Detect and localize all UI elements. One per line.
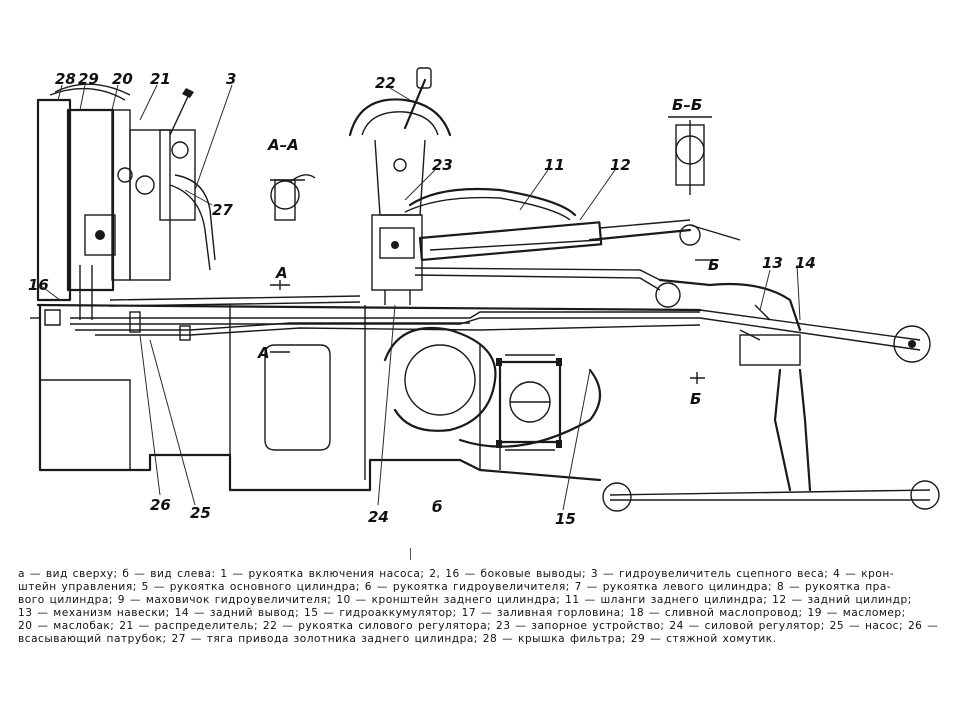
section-a-a-detail: [270, 174, 316, 221]
label-26: 26: [150, 496, 171, 514]
hitch-mechanism-13: [602, 278, 940, 512]
section-markers: [270, 259, 710, 384]
oil-tank-20: [30, 83, 216, 326]
legend-line: всасывающий патрубок; 27 — тяга привода …: [18, 633, 777, 645]
label-12: 12: [610, 156, 631, 174]
section-mark-a-top: А: [275, 264, 288, 282]
rear-cylinder-12: [404, 187, 741, 308]
label-23: 23: [432, 156, 453, 174]
label-14: 14: [795, 254, 816, 272]
label-13: 13: [762, 254, 783, 272]
label-25: 25: [190, 504, 211, 522]
label-27: 27: [212, 201, 233, 219]
label-view-b: б: [432, 498, 442, 516]
section-mark-b-top: Б: [708, 256, 719, 274]
legend-line: вого цилиндра; 9 — маховичок гидроувелич…: [18, 594, 912, 606]
label-21: 21: [150, 70, 171, 88]
label-11: 11: [544, 156, 565, 174]
legend-line: 20 — маслобак; 21 — распределитель; 22 —…: [18, 620, 939, 632]
section-labels: А–А Б–Б А А Б Б: [257, 96, 719, 408]
pipe-bundle: [70, 295, 701, 341]
legend-line: а — вид сверху; б — вид слева: 1 — рукоя…: [18, 568, 895, 580]
section-title-b-b: Б–Б: [672, 96, 702, 114]
accumulator-15: [496, 354, 562, 451]
label-29: 29: [78, 70, 99, 88]
hydraulic-system-drawing: 28 29 20 21 3 22 23 11 12 16 27 13 14 26…: [28, 67, 940, 528]
legend-line: 13 — механизм навески; 14 — задний вывод…: [18, 607, 906, 619]
label-20: 20: [112, 70, 133, 88]
label-3: 3: [226, 70, 236, 88]
section-title-a-a: А–А: [267, 136, 299, 154]
figure-legend: а — вид сверху; б — вид слева: 1 — рукоя…: [18, 568, 944, 646]
section-mark-a-bottom: А: [257, 344, 270, 362]
label-16: 16: [28, 276, 49, 294]
section-b-b-detail: [668, 116, 712, 195]
rear-axle-housing: [383, 326, 602, 470]
legend-line: штейн управления; 5 — рукоятка основного…: [18, 581, 892, 593]
label-22: 22: [375, 74, 396, 92]
section-mark-b-bottom: Б: [690, 390, 701, 408]
text-cursor-mark: [410, 548, 411, 560]
leader-lines: [39, 84, 801, 511]
power-regulator-22: [348, 67, 452, 305]
label-28: 28: [55, 70, 76, 88]
label-15: 15: [555, 510, 576, 528]
part-labels: 28 29 20 21 3 22 23 11 12 16 27 13 14 26…: [28, 70, 816, 528]
label-24: 24: [368, 508, 389, 526]
